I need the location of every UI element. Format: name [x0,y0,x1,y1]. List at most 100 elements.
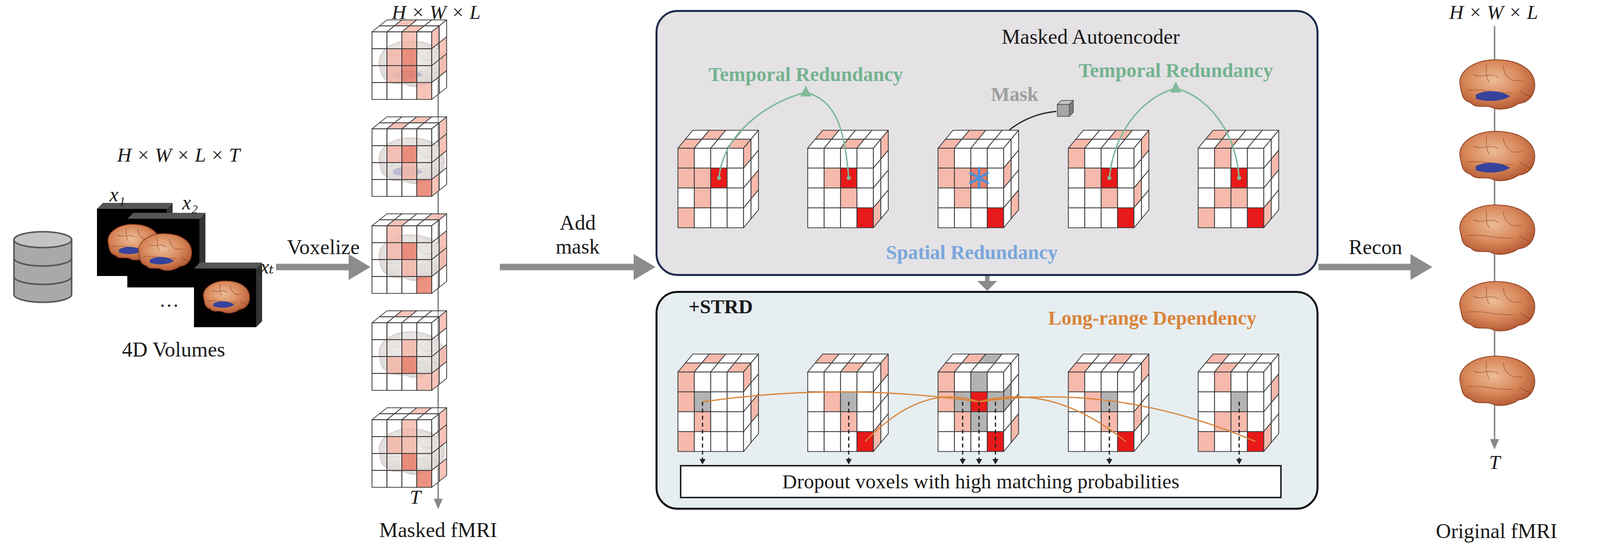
voxel-cell [401,145,417,163]
voxel-cell [431,333,440,357]
brain-sulcus [390,345,414,349]
voxel-cell [372,82,387,100]
voxel-cell [431,76,440,100]
brain-image [378,331,445,378]
brain-sulcus [1503,211,1522,226]
brain-sulcus [181,256,189,262]
voxel-cell [431,316,440,340]
brain-sulcus [1520,312,1531,319]
brain-sulcus [431,457,441,464]
voxel-cell [401,122,425,129]
brain-sulcus [157,237,160,251]
brain-sulcus [416,338,434,352]
node-title: H × W × L [391,0,481,24]
voxel-cell [386,65,402,83]
voxel-cell [431,42,440,66]
time-axis [437,24,440,500]
voxel-cell [431,122,440,146]
voxel-cell [372,356,387,374]
voxel-cell [401,316,425,323]
voxel-cell [416,82,432,100]
brain-sulcus [1503,362,1522,377]
time-axis-head [1490,439,1500,450]
voxel-cell [401,339,417,357]
voxel-cell [394,407,417,414]
voxel-cell [401,225,417,243]
brain-sulcus [112,246,145,249]
brain-image [1459,59,1535,110]
voxel-cube [372,116,447,197]
voxel-cell [431,219,440,243]
voxel-cell [386,276,402,294]
node-title: H × W × L [1449,0,1538,24]
voxel-cell [416,453,432,471]
voxel-cell [416,413,440,420]
voxel-cube [372,19,447,100]
voxel-cell [401,179,417,197]
voxel-cell [386,339,402,357]
voxel-cell [431,350,440,374]
brain-outline [107,224,160,261]
brain-sulcus [385,68,426,72]
voxel-cell [431,430,440,454]
brain-sulcus [1473,219,1500,224]
voxel-cell [424,116,447,123]
brain-sulcus [416,241,434,255]
voxel-cell [386,242,402,260]
voxel-cell [424,213,447,220]
brain-sulcus [230,285,242,295]
voxel-cell [431,156,440,180]
masked-stack: H × W × LMasked fMRI [370,0,500,546]
voxel-cube [372,213,447,294]
voxel-cell [416,179,432,197]
arrow-label: Voxelize [286,235,360,260]
brain-outline [378,331,445,378]
brain-sulcus [117,234,135,238]
brain-sulcus [401,336,405,354]
activation-patch [392,69,423,79]
voxel-cell [416,31,432,49]
voxel-cell [386,179,402,197]
voxel-cell [416,259,432,277]
volume-frame [96,208,167,277]
brain-sulcus [1467,311,1514,315]
voxel-cell [386,373,402,391]
volume-frames [96,202,263,328]
voxel-cell [431,413,440,437]
voxel-cell [394,213,417,220]
dropout-box: Dropout voxels with high matching probab… [679,465,1282,499]
database-top [13,231,72,248]
brain-outline [378,40,445,87]
voxel-cell [416,242,432,260]
voxel-cell [431,173,440,197]
brain-sulcus [401,239,405,257]
voxel-cell [386,356,402,374]
voxel-cell [409,310,432,317]
brain-sulcus [1486,136,1490,155]
brain-sulcus [1503,137,1522,153]
voxel-cell [401,128,417,146]
brain-image [378,428,445,475]
brain-sulcus [416,435,434,449]
voxel-cell [386,316,410,323]
voxel-cell [379,213,402,220]
voxel-cell [431,59,440,83]
dependency-note: Long-range Dependency [1048,306,1257,330]
voxel-cell [416,25,440,32]
voxel-cell [386,413,410,420]
voxel-cell [439,361,447,385]
activation-patch [392,166,423,176]
brain-sulcus [1467,235,1514,239]
voxel-cell [386,470,402,488]
voxel-cell [401,259,417,277]
voxel-cell [416,419,432,437]
voxel-cell [386,225,402,243]
voxel-cell [401,356,417,374]
voxel-cell [372,162,387,180]
node-title: Masked Autoencoder [1001,24,1180,49]
arrow-stem [276,264,350,271]
voxel-cell [386,436,402,454]
voxel-cell [379,407,402,414]
brain-image [378,40,445,87]
brain-sulcus [1473,296,1500,300]
